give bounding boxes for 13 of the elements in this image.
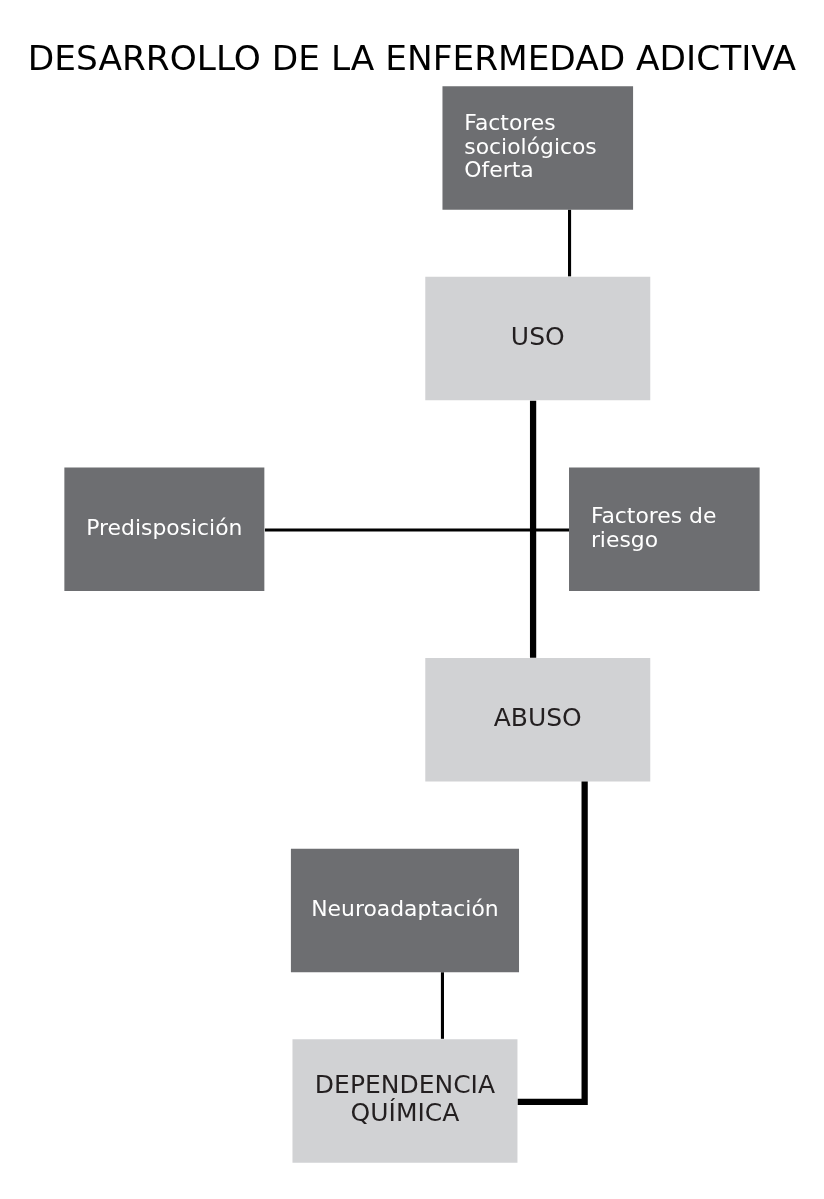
diagram-title: DESARROLLO DE LA ENFERMEDAD ADICTIVA	[27, 38, 797, 78]
node-box: USO	[425, 276, 651, 401]
node-box: Factores sociológicos Oferta	[442, 86, 634, 210]
node-box: Predisposición	[64, 467, 265, 591]
connector	[440, 972, 445, 1039]
connector	[568, 209, 572, 277]
node-box: Neuroadaptación	[290, 848, 520, 973]
node-box: Factores de riesgo	[569, 467, 760, 591]
node-box: ABUSO	[425, 658, 651, 782]
node-box: DEPENDENCIA QUÍMICA	[292, 1039, 518, 1163]
connector	[529, 400, 537, 658]
connector	[517, 781, 588, 1105]
connector	[264, 528, 569, 532]
